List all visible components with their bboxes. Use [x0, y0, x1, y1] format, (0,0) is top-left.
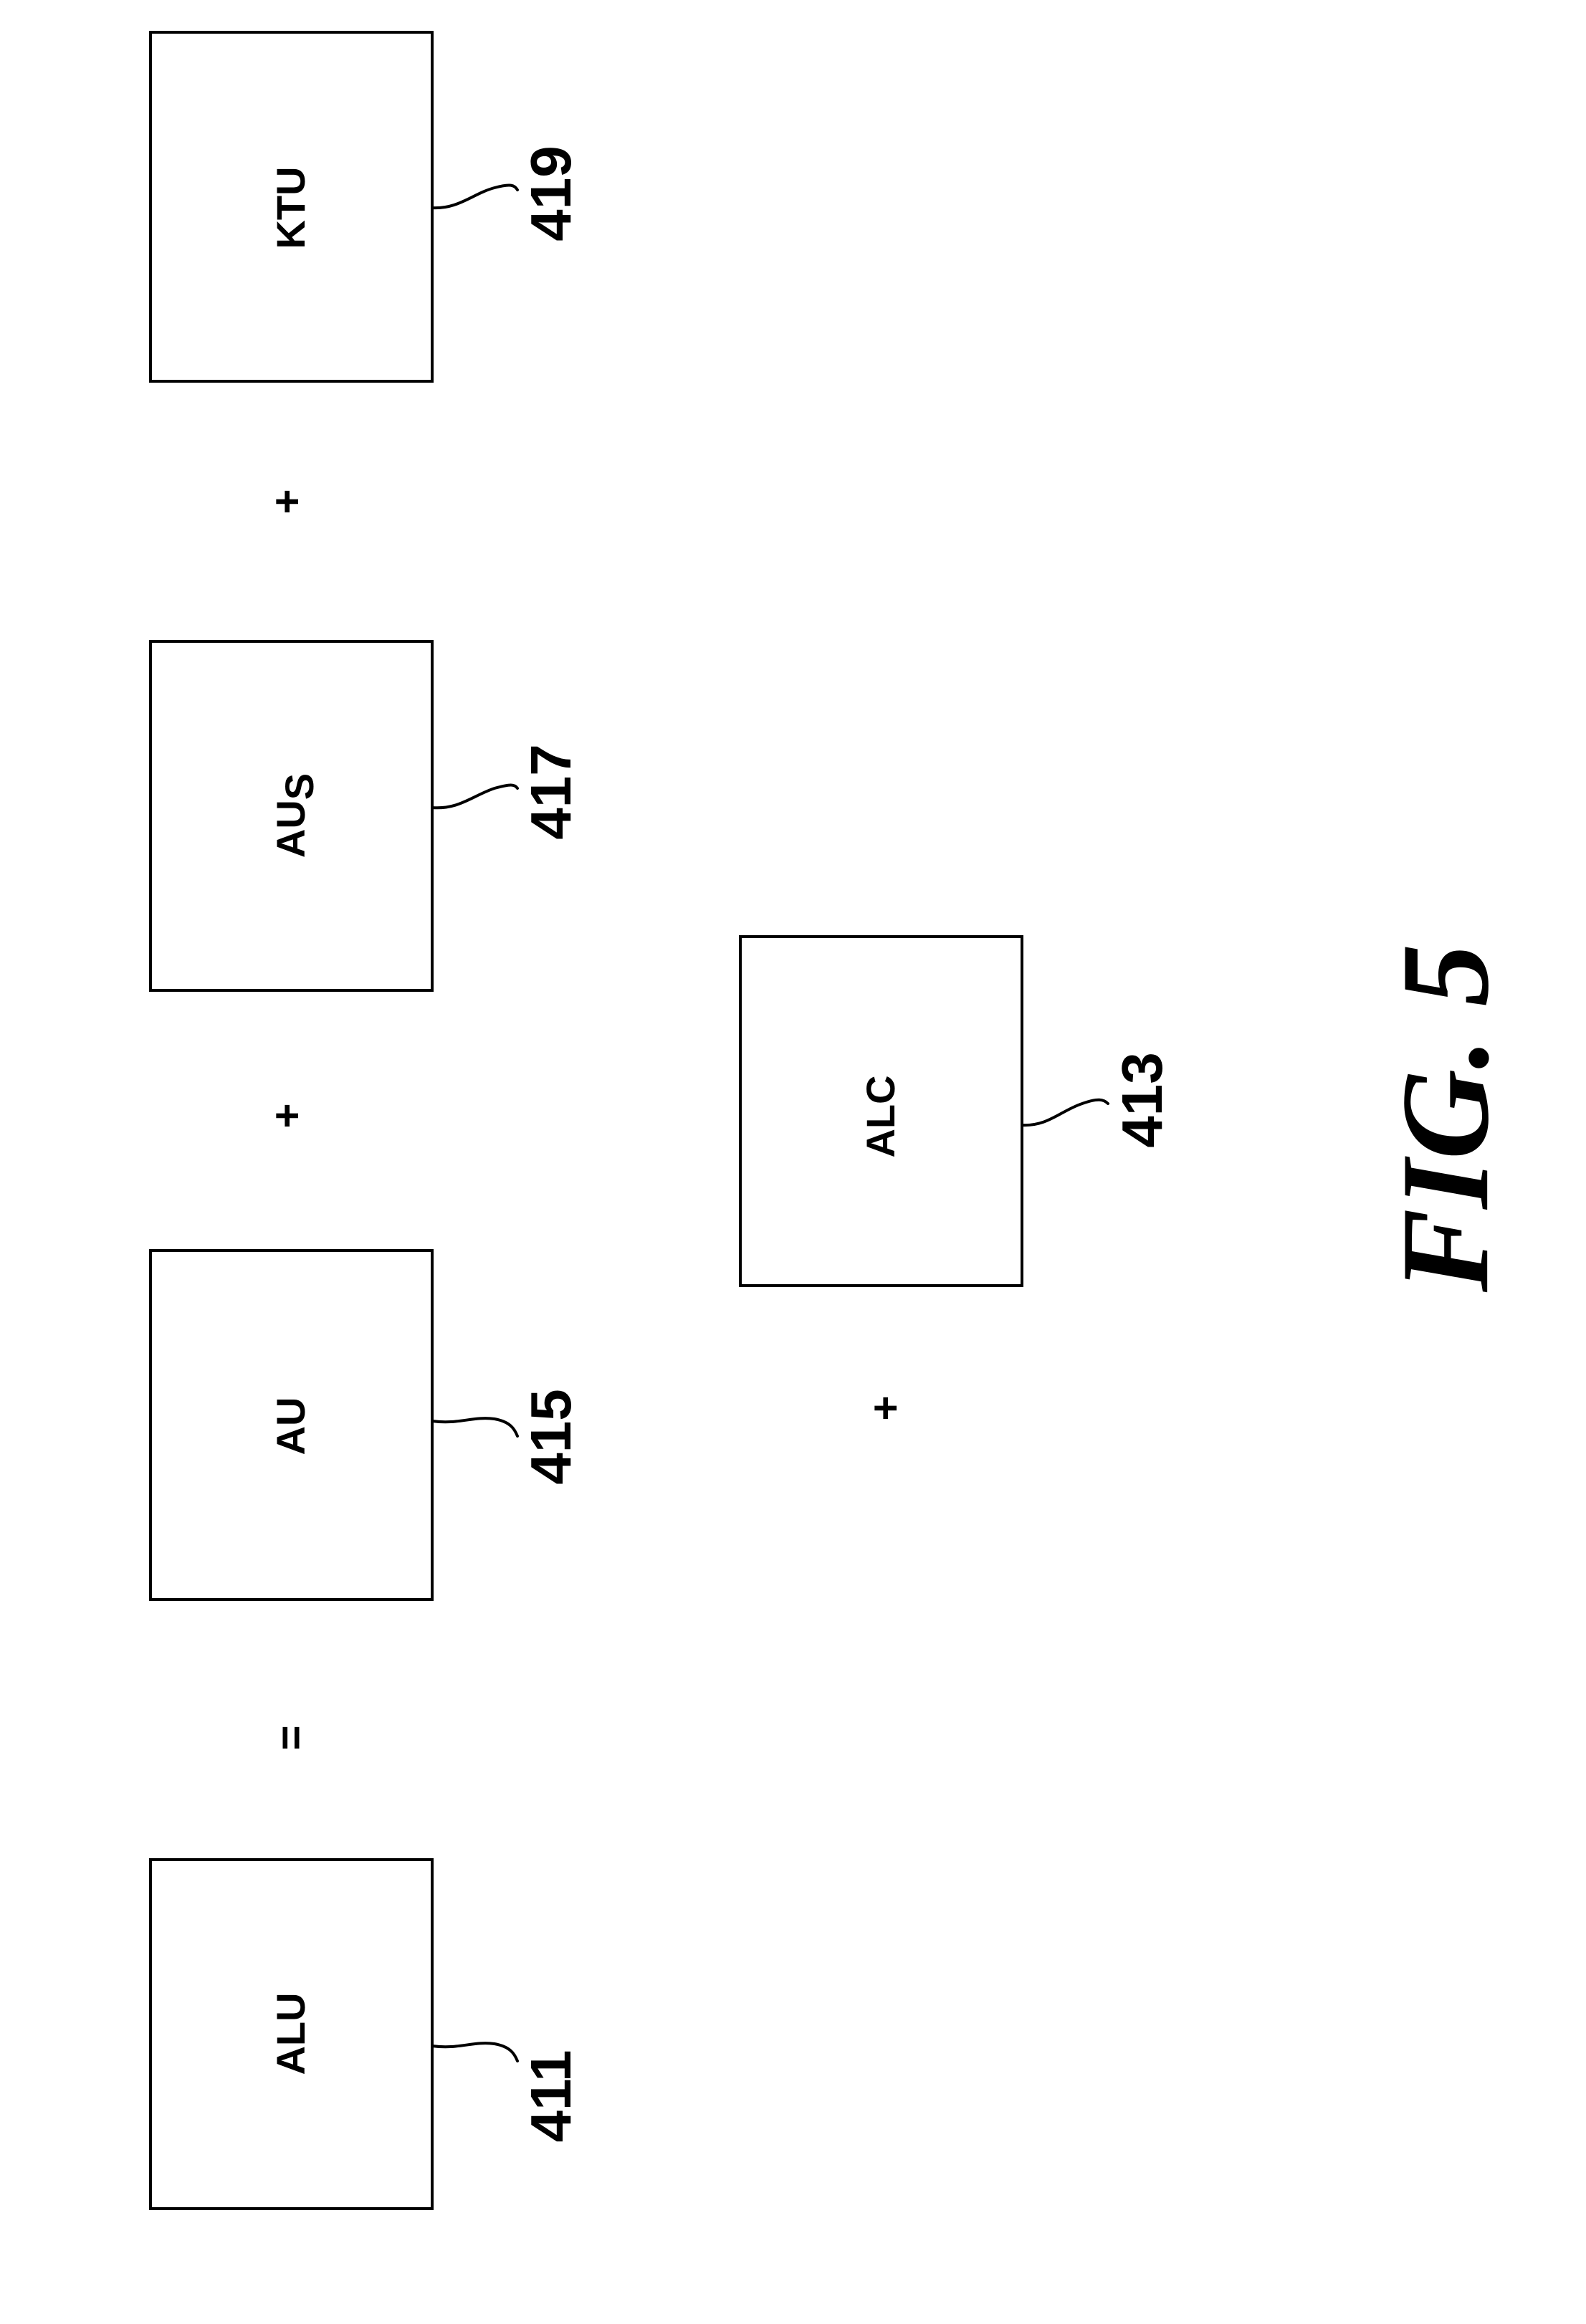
- box-au: AU 415: [151, 1251, 583, 1599]
- box-alu: ALU 411: [151, 1860, 583, 2209]
- box-alc: ALC 413: [740, 937, 1174, 1286]
- equals-sign: =: [267, 1725, 315, 1750]
- plus-sign-au-aus: +: [263, 1103, 311, 1128]
- box-alu-label: ALU: [268, 1992, 313, 2075]
- leader-419: [432, 185, 517, 208]
- box-ktu: KTU 419: [151, 32, 583, 381]
- ref-417: 417: [519, 744, 583, 839]
- box-aus: AUS 417: [151, 641, 583, 990]
- box-au-label: AU: [268, 1397, 313, 1455]
- leader-413: [1022, 1100, 1108, 1125]
- leader-415: [432, 1418, 517, 1436]
- leader-417: [432, 785, 517, 808]
- plus-sign-alc: +: [861, 1395, 909, 1420]
- ref-411: 411: [519, 2050, 583, 2142]
- ref-413: 413: [1110, 1052, 1174, 1147]
- plus-sign-aus-ktu: +: [263, 489, 311, 514]
- box-alc-label: ALC: [858, 1075, 903, 1157]
- leader-411: [432, 2043, 517, 2061]
- figure-caption: FIG. 5: [1375, 944, 1514, 1293]
- ref-419: 419: [519, 145, 583, 241]
- box-ktu-label: KTU: [268, 166, 313, 249]
- ref-415: 415: [519, 1389, 583, 1484]
